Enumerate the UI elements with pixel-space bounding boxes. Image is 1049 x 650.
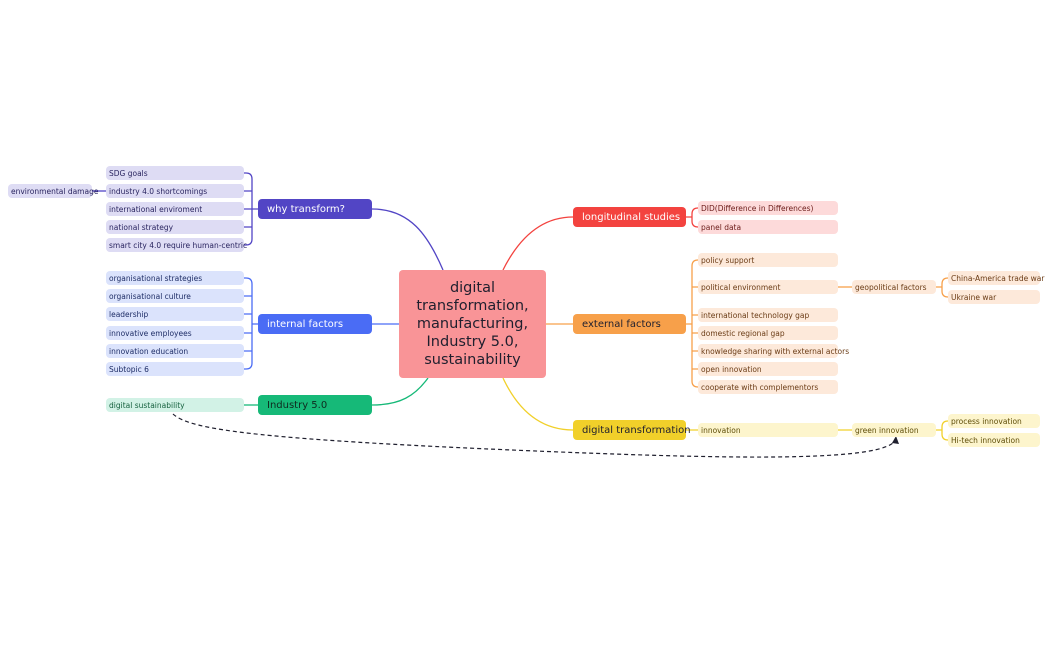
bracket-external (686, 259, 699, 388)
subtopic-knowledge-sharing[interactable]: knowledge sharing with external actors (698, 344, 849, 358)
central-topic-line: Industry 5.0, (426, 334, 519, 350)
topic-internal-factors[interactable]: internal factors (258, 314, 372, 334)
bracket-longitudinal (686, 207, 699, 228)
subtopic-label: national strategy (109, 222, 174, 232)
subtopic-international-technology-gap[interactable]: international technology gap (698, 308, 838, 322)
bracket-geo-items (936, 277, 949, 298)
subtopic-label: digital sustainability (109, 400, 185, 410)
relationship-arrowhead (892, 436, 899, 444)
subtopic-label: political environment (701, 282, 781, 292)
subtopic-label: international enviroment (109, 204, 203, 214)
subtopic-green-innovation[interactable]: green innovation (852, 423, 936, 437)
topic-why-transform[interactable]: why transform? (258, 199, 372, 219)
relationship-dashed-line (172, 413, 896, 458)
subtopic-china-america[interactable]: China-America trade war (948, 271, 1044, 285)
subtopic-sdg-goals[interactable]: SDG goals (106, 166, 244, 180)
subtopic-cooperate-complementors[interactable]: cooperate with complementors (698, 380, 838, 394)
subtopic-label: industry 4.0 shortcomings (109, 186, 208, 196)
subtopic-hi-tech-innovation[interactable]: Hi-tech innovation (948, 433, 1040, 447)
bracket-green-items (936, 420, 949, 441)
subtopic-label: organisational strategies (109, 273, 203, 283)
subtopic-organisational-culture[interactable]: organisational culture (106, 289, 244, 303)
subtopic-smart-city[interactable]: smart city 4.0 require human-centric (106, 238, 248, 252)
subtopic-ukraine-war[interactable]: Ukraine war (948, 290, 1040, 304)
subtopic-national-strategy[interactable]: national strategy (106, 220, 244, 234)
subtopic-industry40-shortcomings[interactable]: industry 4.0 shortcomings (106, 184, 244, 198)
branch-line-digital (502, 377, 574, 431)
topic-label: why transform? (267, 203, 345, 215)
subtopic-label: China-America trade war (951, 273, 1045, 283)
subtopic-label: cooperate with complementors (701, 382, 819, 392)
subtopic-leadership[interactable]: leadership (106, 307, 244, 321)
topic-label: external factors (582, 318, 661, 330)
topic-industry50[interactable]: Industry 5.0 (258, 395, 372, 415)
subtopic-domestic-regional-gap[interactable]: domestic regional gap (698, 326, 838, 340)
subtopic-geopolitical-factors[interactable]: geopolitical factors (852, 280, 936, 294)
subtopic-label: knowledge sharing with external actors (701, 346, 850, 356)
subtopic-label: organisational culture (109, 291, 191, 301)
topic-digital-transformation[interactable]: digital transformation (573, 420, 691, 440)
branch-line-why-transform (371, 208, 444, 271)
topic-external-factors[interactable]: external factors (573, 314, 686, 334)
subtopic-label: Subtopic 6 (109, 364, 149, 374)
topic-longitudinal-studies[interactable]: longitudinal studies (573, 207, 686, 227)
subtopic-political-environment[interactable]: political environment (698, 280, 838, 294)
subtopic-panel-data[interactable]: panel data (698, 220, 838, 234)
subtopic-label: innovative employees (109, 328, 192, 338)
central-topic-line: sustainability (424, 352, 521, 368)
subtopic-innovation[interactable]: innovation (698, 423, 838, 437)
subtopic-label: domestic regional gap (701, 328, 785, 338)
subtopic-label: Hi-tech innovation (951, 435, 1020, 445)
subtopic-label: green innovation (855, 425, 919, 435)
topic-label: Industry 5.0 (267, 399, 328, 411)
subtopic-label: leadership (109, 309, 149, 319)
subtopic-process-innovation[interactable]: process innovation (948, 414, 1040, 428)
central-topic-line: digital (449, 280, 496, 296)
subtopic-policy-support[interactable]: policy support (698, 253, 838, 267)
subtopic-label: environmental damage (11, 186, 99, 196)
topic-label: internal factors (267, 318, 344, 330)
subtopic-label: open innovation (701, 364, 762, 374)
subtopic-open-innovation[interactable]: open innovation (698, 362, 838, 376)
bracket-internal (244, 277, 258, 370)
topic-label: longitudinal studies (582, 211, 681, 223)
subtopic-environmental-damage[interactable]: environmental damage (8, 184, 98, 198)
bracket-why-transform (244, 172, 258, 246)
central-topic-line: transformation, (416, 298, 529, 314)
subtopic-international-enviroment[interactable]: international enviroment (106, 202, 244, 216)
subtopic-innovation-education[interactable]: innovation education (106, 344, 244, 358)
subtopic-label: innovation (701, 425, 741, 435)
central-topic[interactable]: digital transformation, manufacturing, I… (399, 270, 546, 378)
subtopic-label: process innovation (951, 416, 1022, 426)
subtopic-label: Ukraine war (951, 292, 997, 302)
branch-line-industry50 (371, 377, 429, 406)
subtopic-label: policy support (701, 255, 755, 265)
subtopic-innovative-employees[interactable]: innovative employees (106, 326, 244, 340)
subtopic-label: DID(Difference in Differences) (701, 203, 814, 213)
subtopic-6[interactable]: Subtopic 6 (106, 362, 244, 376)
subtopic-digital-sustainability[interactable]: digital sustainability (106, 398, 244, 412)
subtopic-organisational-strategies[interactable]: organisational strategies (106, 271, 244, 285)
central-topic-line: manufacturing, (416, 316, 529, 332)
branch-line-longitudinal (502, 216, 574, 271)
subtopic-label: geopolitical factors (855, 282, 927, 292)
subtopic-label: innovation education (109, 346, 189, 356)
subtopic-label: smart city 4.0 require human-centric (109, 240, 248, 250)
subtopic-label: SDG goals (109, 168, 148, 178)
topic-label: digital transformation (582, 424, 691, 436)
subtopic-did[interactable]: DID(Difference in Differences) (698, 201, 838, 215)
subtopic-label: international technology gap (701, 310, 810, 320)
subtopic-label: panel data (701, 222, 742, 232)
